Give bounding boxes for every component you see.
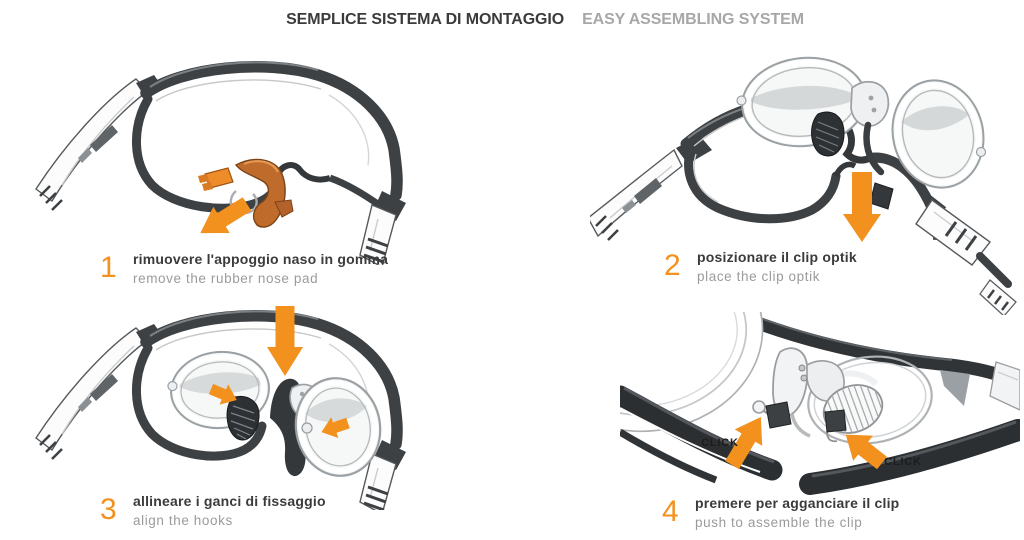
place-down-arrow-icon (843, 172, 881, 242)
clip-hook-knob (301, 422, 313, 434)
step3-caption-italian: allineare i ganci di fissaggio (133, 493, 326, 509)
step3-number: 3 (100, 493, 117, 526)
glasses-frame (35, 61, 406, 265)
clip-hook-knob (975, 146, 987, 158)
step4-illustration: CLICK CLICK (620, 312, 1020, 495)
frame-hook-slots (765, 401, 847, 433)
step4-caption-english: push to assemble the clip (695, 515, 863, 530)
align-down-arrow-icon (267, 306, 303, 376)
align-right-hook-arrow-icon (321, 417, 350, 438)
page-title: SEMPLICE SISTEMA DI MONTAGGIO EASY ASSEM… (33, 11, 1024, 29)
click-label-left: CLICK (701, 437, 739, 449)
step4-number: 4 (662, 495, 679, 528)
step1-number: 1 (100, 251, 117, 284)
step2-caption-italian: posizionare il clip optik (697, 249, 857, 265)
push-left-arrow-icon (725, 416, 763, 470)
step4-caption-italian: premere per agganciare il clip (695, 495, 900, 511)
glasses-frame-closeup (752, 315, 1020, 411)
step1-caption-italian: rimuovere l'appoggio naso in gomma (133, 251, 389, 267)
step2-caption: 2 posizionare il clip optik place the cl… (664, 248, 857, 286)
step2-illustration (590, 56, 1017, 315)
step1-illustration (35, 61, 406, 265)
step3-illustration (35, 306, 406, 510)
clip-nose-grip (226, 396, 260, 441)
step4-caption: 4 premere per agganciare il clip push to… (662, 494, 899, 532)
align-left-hook-arrow-icon (208, 383, 237, 405)
clip-optik (736, 56, 987, 189)
glasses-frame (35, 310, 406, 510)
step1-caption-english: remove the rubber nose pad (133, 271, 319, 286)
remove-direction-arrow-icon (200, 197, 252, 234)
page-title-italian: SEMPLICE SISTEMA DI MONTAGGIO (286, 11, 565, 28)
click-label-right: CLICK (884, 456, 922, 468)
clip-bridge (850, 80, 890, 176)
step3-caption: 3 allineare i ganci di fissaggio align t… (100, 492, 326, 530)
step1-caption: 1 rimuovere l'appoggio naso in gomma rem… (100, 250, 388, 288)
clip-right-lens-rim (807, 355, 933, 445)
clip-nose-grip (811, 111, 845, 157)
clip-bridge (772, 347, 879, 438)
clip-right-lens (891, 79, 985, 189)
step3-caption-english: align the hooks (133, 513, 233, 528)
rubber-nose-pad (198, 158, 294, 228)
step2-caption-english: place the clip optik (697, 269, 821, 284)
page-title-english: EASY ASSEMBLING SYSTEM (582, 11, 804, 28)
push-right-arrow-icon (845, 434, 887, 470)
frame-lower-rims (620, 385, 1020, 495)
step2-number: 2 (664, 249, 681, 282)
